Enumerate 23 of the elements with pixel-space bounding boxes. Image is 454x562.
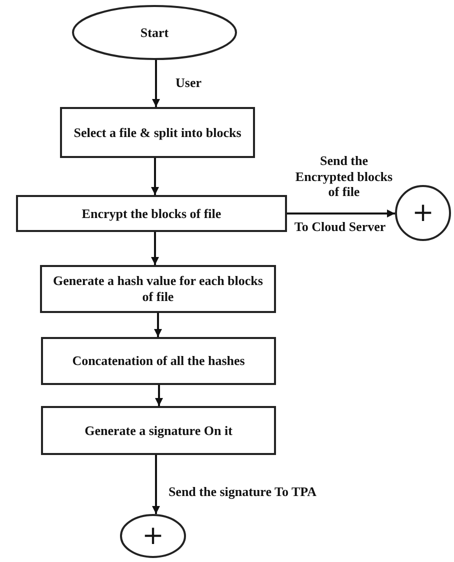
plus-sign: + (411, 200, 435, 226)
arrow (152, 60, 160, 107)
arrow (152, 455, 160, 514)
step-text: Generate a signature On it (84, 422, 234, 438)
step-text: Generate a hash value for each blocks of file (52, 273, 264, 305)
process-box (41, 337, 276, 385)
step-text: Concatenation of all the hashes (71, 353, 246, 369)
arrow (155, 385, 163, 406)
arrow (151, 232, 159, 265)
plus-sign: + (141, 523, 165, 549)
arrow (151, 158, 159, 195)
connector-circle (395, 185, 451, 241)
process-box (40, 265, 276, 313)
step-text: Encrypt the blocks of file (80, 206, 222, 222)
process-box (60, 107, 255, 158)
arrow (154, 313, 162, 337)
arrow (287, 210, 395, 218)
process-box (41, 406, 276, 455)
process-box (16, 195, 287, 232)
connector-circle (120, 514, 186, 558)
step-text: Select a file & split into blocks (72, 124, 242, 140)
start-terminal (72, 5, 237, 60)
step-text: Start (139, 24, 170, 40)
